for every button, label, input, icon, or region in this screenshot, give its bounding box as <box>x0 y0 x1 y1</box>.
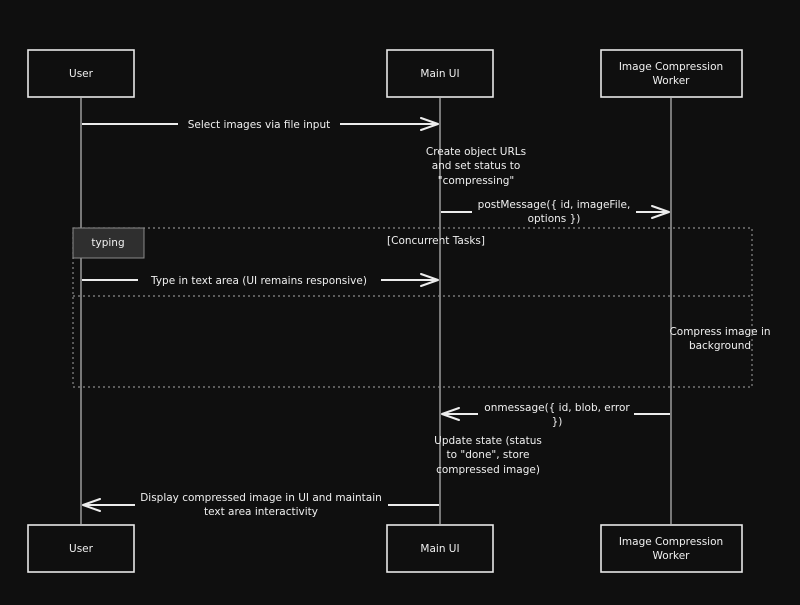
message-display-line1: Display compressed image in UI and maint… <box>140 492 382 504</box>
message-post-message-line2: options }) <box>528 213 581 225</box>
loop-title: [Concurrent Tasks] <box>387 235 485 247</box>
arrow-head-left <box>82 498 101 512</box>
note-compress-line2: background <box>689 340 751 352</box>
note-update-state-line1: Update state (status <box>434 435 542 447</box>
note-create-urls-line1: Create object URLs <box>426 146 526 158</box>
note-update-state: Update state (status to "done", store co… <box>434 435 542 476</box>
loop-tab <box>72 227 145 259</box>
arrow-head-right <box>420 117 439 131</box>
message-type-text: Type in text area (UI remains responsive… <box>82 273 439 287</box>
actor-worker-label-line2: Worker <box>653 550 691 562</box>
arrow-head-left <box>441 407 460 421</box>
actor-main-ui-bottom: Main UI <box>386 524 494 573</box>
message-type-text-label: Type in text area (UI remains responsive… <box>150 275 367 287</box>
message-post-message: postMessage({ id, imageFile, options }) <box>441 199 670 225</box>
note-update-state-line3: compressed image) <box>436 464 540 476</box>
note-compress: Compress image in background <box>669 326 770 352</box>
message-on-message-line1: onmessage({ id, blob, error <box>484 402 630 414</box>
concurrent-tasks-frame: typing [Concurrent Tasks] <box>72 227 753 388</box>
message-on-message: onmessage({ id, blob, error }) <box>441 402 670 428</box>
actor-main-ui-top: Main UI <box>386 49 494 98</box>
actor-main-ui-label: Main UI <box>420 68 459 80</box>
loop-frame-border <box>72 227 753 388</box>
message-select-images: Select images via file input <box>82 117 439 131</box>
actor-user-label: User <box>69 543 94 555</box>
loop-tab-label: typing <box>91 237 124 249</box>
arrow-head-right <box>651 205 670 219</box>
message-select-images-label: Select images via file input <box>188 119 330 131</box>
actor-worker-label-line1: Image Compression <box>619 61 723 73</box>
message-post-message-line1: postMessage({ id, imageFile, <box>478 199 631 211</box>
actor-main-ui-label: Main UI <box>420 543 459 555</box>
actor-worker-top: Image Compression Worker <box>600 49 743 98</box>
message-display-line2: text area interactivity <box>204 506 318 518</box>
actor-user-label: User <box>69 68 94 80</box>
actor-worker-bottom: Image Compression Worker <box>600 524 743 573</box>
message-on-message-line2: }) <box>552 416 563 428</box>
note-create-urls: Create object URLs and set status to "co… <box>426 146 526 187</box>
note-update-state-line2: to "done", store <box>447 449 530 461</box>
actor-worker-label-line2: Worker <box>653 75 691 87</box>
actor-user-bottom: User <box>27 524 135 573</box>
note-create-urls-line3: "compressing" <box>438 175 514 187</box>
actor-user-top: User <box>27 49 135 98</box>
arrow-head-right <box>420 273 439 287</box>
message-display: Display compressed image in UI and maint… <box>82 492 439 518</box>
note-compress-line1: Compress image in <box>669 326 770 338</box>
note-create-urls-line2: and set status to <box>432 160 521 172</box>
actor-worker-label-line1: Image Compression <box>619 536 723 548</box>
